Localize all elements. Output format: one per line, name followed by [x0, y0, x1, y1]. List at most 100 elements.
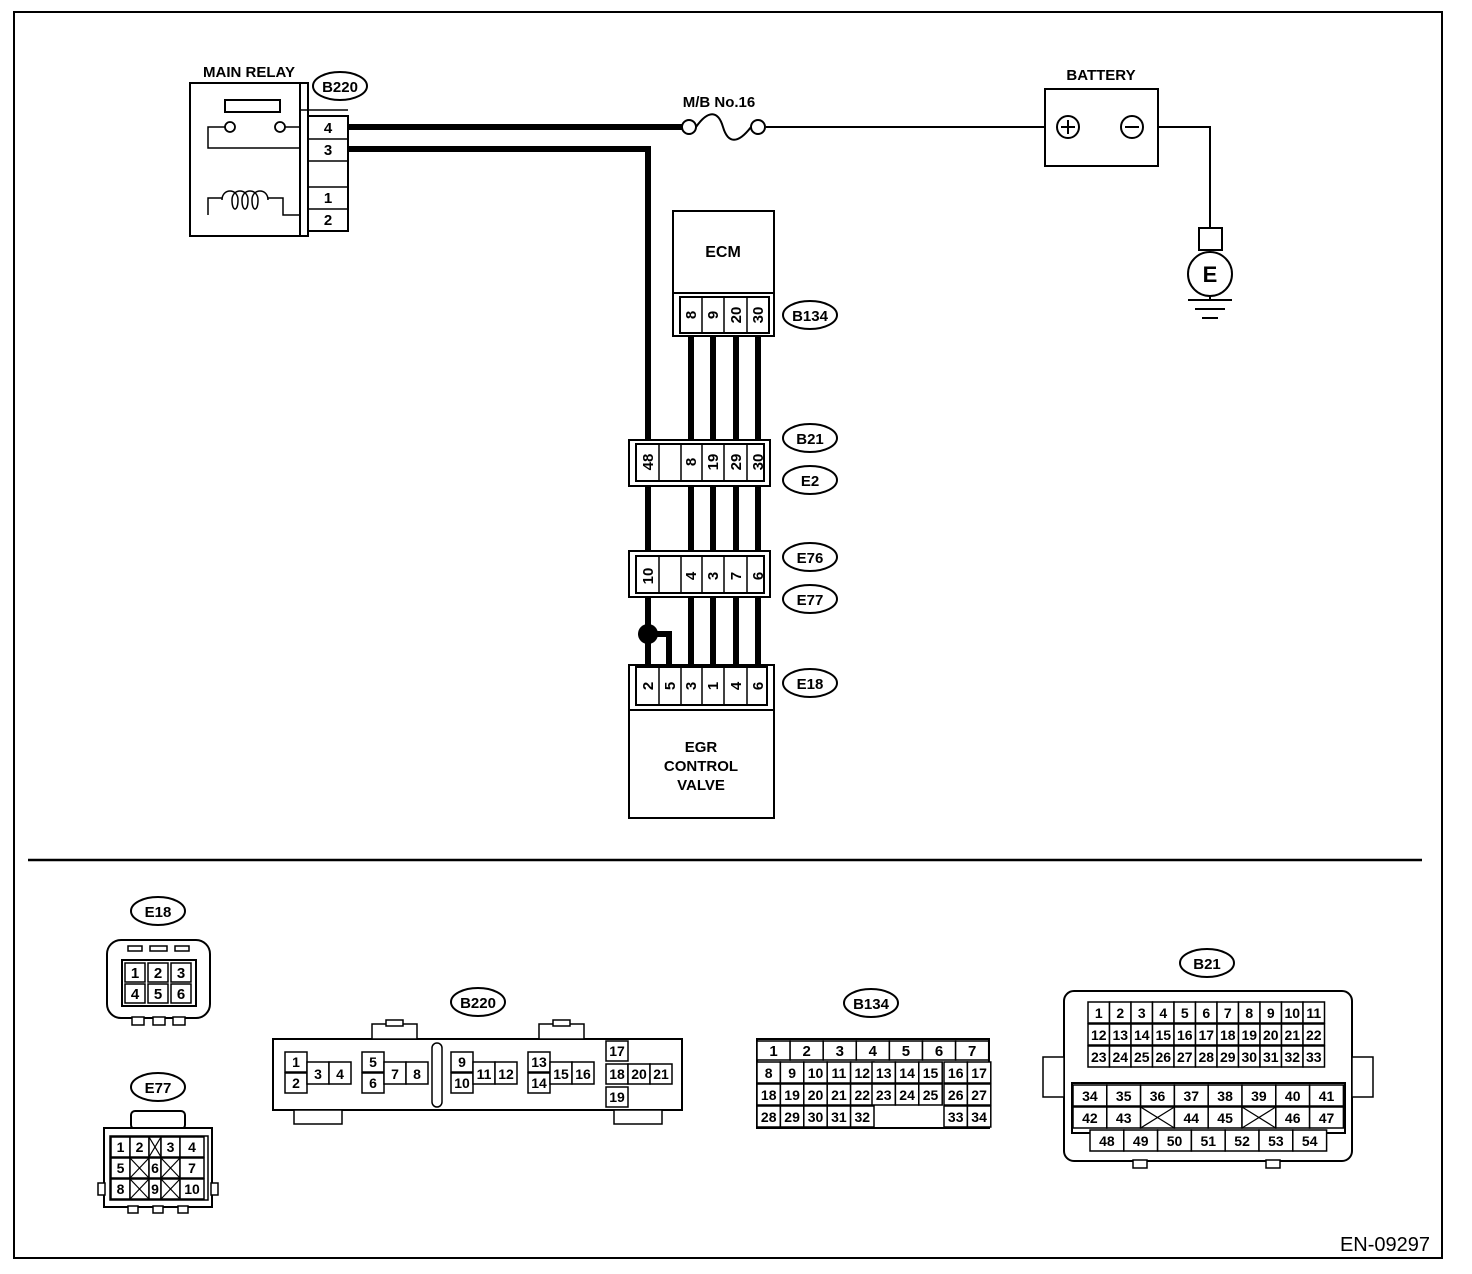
connector-tag [1179, 948, 1235, 978]
connector-tag [450, 987, 506, 1017]
pin-label: 27 [1177, 1049, 1193, 1065]
e18-pin [170, 962, 192, 983]
pin-label: 17 [971, 1065, 987, 1081]
pin-label: 3 [167, 1139, 175, 1155]
b21-pin [1308, 1106, 1345, 1129]
pin-label: 11 [831, 1065, 846, 1081]
b21-pin [1302, 1023, 1326, 1046]
blank-pin-mark [1140, 1106, 1175, 1129]
pin-label: 10 [184, 1181, 200, 1197]
battery-label: BATTERY [1066, 67, 1135, 84]
pin-label: 6 [151, 1160, 159, 1176]
ecm-pin: 8 [683, 311, 700, 319]
pin-label: 2 [802, 1043, 810, 1060]
b220-pin [605, 1040, 629, 1062]
b220-tag: B220 [322, 79, 358, 96]
e76-pin: 3 [705, 572, 722, 580]
connector-tag-label: B220 [460, 995, 496, 1012]
pin-label: 19 [784, 1087, 800, 1103]
pin-label: 21 [653, 1066, 669, 1082]
pin-label: 1 [117, 1139, 125, 1155]
pin-label: 8 [117, 1181, 125, 1197]
pin-label: 6 [369, 1075, 377, 1091]
e77-tag: E77 [797, 592, 824, 609]
pin-label: 19 [1241, 1027, 1257, 1043]
fuse-label: M/B No.16 [683, 94, 756, 111]
pin-label: 22 [855, 1087, 871, 1103]
connector-tag [130, 1072, 186, 1102]
pin-label: 18 [1220, 1027, 1236, 1043]
b220-latch-tab [552, 1019, 571, 1027]
b134-pin [849, 1105, 875, 1128]
pin-label: 19 [609, 1089, 625, 1105]
pin-label: 47 [1319, 1110, 1335, 1126]
pin-label: 2 [154, 965, 162, 982]
pin-label: 5 [902, 1043, 910, 1060]
pin-label: 22 [1306, 1027, 1322, 1043]
pin-label: 51 [1201, 1133, 1217, 1149]
pin-label: 30 [808, 1109, 824, 1125]
e77-pin [179, 1178, 205, 1200]
b220-pin [605, 1086, 629, 1108]
pin-label: 9 [151, 1181, 159, 1197]
e76-e77-connector: 10 4 3 7 6 E76 E77 [628, 542, 838, 614]
e76-pin: 6 [750, 572, 767, 580]
e18-pin: 6 [750, 682, 767, 690]
e76-pin: 10 [640, 568, 657, 585]
pin-label: 5 [154, 986, 162, 1003]
connector-tag [130, 896, 186, 926]
pin-label: 31 [1263, 1049, 1279, 1065]
pin-label: 1 [131, 965, 139, 982]
ecm-label: ECM [705, 244, 741, 261]
pin-label: 50 [1167, 1133, 1183, 1149]
b134-pin [918, 1061, 943, 1084]
pin-label: 3 [1138, 1005, 1146, 1021]
blank-pin-mark [129, 1178, 150, 1200]
relay-pin: 2 [324, 212, 332, 229]
relay-pin: 1 [324, 190, 332, 207]
pin-label: 8 [765, 1065, 773, 1081]
pin-label: 2 [1116, 1005, 1124, 1021]
e77-foot [152, 1205, 164, 1214]
pin-label: 20 [1263, 1027, 1279, 1043]
e18-latch [149, 945, 168, 952]
pin-label: 43 [1116, 1110, 1132, 1126]
pin-label: 12 [498, 1066, 514, 1082]
e18-foot [152, 1016, 166, 1026]
pin-label: 25 [1134, 1049, 1150, 1065]
e18-pin [147, 962, 169, 983]
pin-label: 30 [1241, 1049, 1257, 1065]
pin-label: 6 [1202, 1005, 1210, 1021]
main-relay-label: MAIN RELAY [203, 64, 295, 81]
egr-label-3: VALVE [677, 777, 725, 794]
connector-tag-label: E18 [145, 904, 172, 921]
b21-pin [1302, 1001, 1326, 1024]
pin-label: 40 [1285, 1088, 1301, 1104]
e18-pin: 4 [728, 681, 745, 690]
pin-label: 45 [1217, 1110, 1233, 1126]
pin-label: 27 [971, 1087, 987, 1103]
pin-label: 4 [336, 1066, 344, 1082]
e77-latch [130, 1110, 186, 1130]
relay-pin: 3 [324, 142, 332, 159]
ecm-pin: 20 [728, 307, 745, 324]
pin-label: 33 [948, 1109, 964, 1125]
battery: BATTERY [1044, 67, 1159, 167]
pin-label: 17 [1198, 1027, 1214, 1043]
b21-foot [1132, 1159, 1148, 1169]
pin-label: 37 [1184, 1088, 1200, 1104]
egr-label-1: EGR [685, 739, 718, 756]
pin-label: 2 [136, 1139, 144, 1155]
pin-label: 10 [454, 1075, 470, 1091]
pin-label: 16 [575, 1066, 591, 1082]
e77-ear [97, 1182, 106, 1196]
b220-pin [328, 1061, 352, 1085]
e76-tag: E76 [797, 550, 824, 567]
pin-label: 5 [369, 1054, 377, 1070]
pin-label: 13 [1112, 1027, 1128, 1043]
pin-label: 3 [314, 1066, 322, 1082]
pin-label: 20 [631, 1066, 647, 1082]
